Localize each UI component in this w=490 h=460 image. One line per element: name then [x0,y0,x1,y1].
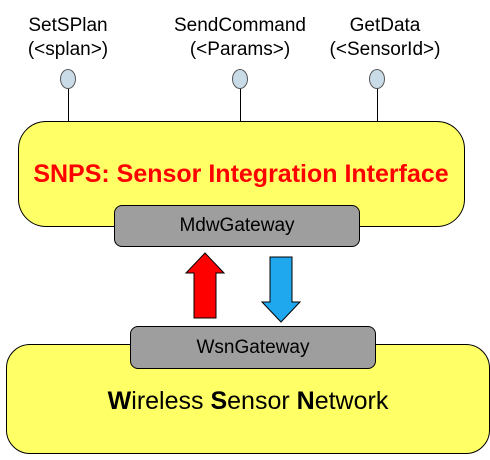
interface-connector-setsplan [68,84,69,124]
interface-pin-setsplan-icon [60,69,76,89]
interface-param: (<splan>) [27,39,109,60]
red-up-arrow-icon [184,252,226,319]
mdw-gateway-label: MdwGateway [179,215,295,236]
wsn-title-rest-s: ensor [227,387,297,415]
interface-pin-getdata-icon [369,69,385,89]
interface-label-sendcommand: SendCommand (<Params>) [160,14,320,62]
blue-down-arrow-icon [260,256,302,323]
wsn-title-initial-w: W [107,387,132,415]
interface-pin-sendcommand-icon [232,69,248,89]
wsn-gateway-label: WsnGateway [196,337,310,358]
wsn-title-rest-n: etwork [314,387,389,415]
wsn-title-initial-s: S [210,387,228,415]
wsn-title-initial-n: N [296,387,315,415]
wsn-title-rest-w: ireless [131,387,211,415]
interface-name: SetSPlan [28,15,108,36]
wsn-gateway: WsnGateway [130,326,376,369]
interface-label-getdata: GetData (<SensorId>) [320,14,450,62]
interface-connector-getdata [377,84,378,124]
interface-name: SendCommand [173,15,307,36]
interface-label-setsplan: SetSPlan (<splan>) [8,14,128,62]
wsn-title: Wireless Sensor Network [6,387,490,416]
interface-name: GetData [349,15,421,36]
snps-title: SNPS: Sensor Integration Interface [33,160,449,188]
interface-connector-sendcommand [240,84,241,124]
interface-param: (<Params>) [189,39,291,60]
mdw-gateway: MdwGateway [114,205,360,247]
interface-param: (<SensorId>) [329,39,441,60]
